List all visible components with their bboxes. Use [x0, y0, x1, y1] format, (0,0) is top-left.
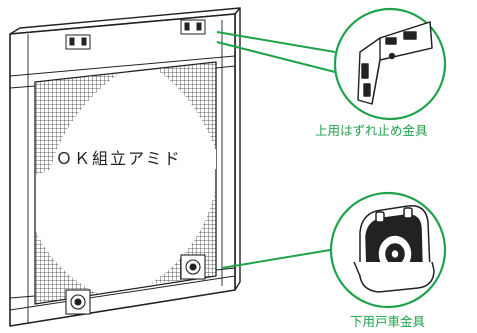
top-left-bracket [65, 34, 91, 50]
top-right-bracket [180, 19, 206, 35]
leader-lines [216, 31, 336, 269]
bottom-right-roller [180, 254, 206, 280]
top-bracket-label: 上用はずれ止め金具 [315, 123, 428, 138]
bottom-bracket-label: 下用戸車金具 [350, 314, 426, 329]
top-stopper-bracket [357, 21, 433, 105]
bottom-left-roller [65, 289, 91, 315]
bottom-roller-bracket [353, 205, 435, 293]
screen-title: ＯＫ組立アミド [56, 149, 216, 169]
